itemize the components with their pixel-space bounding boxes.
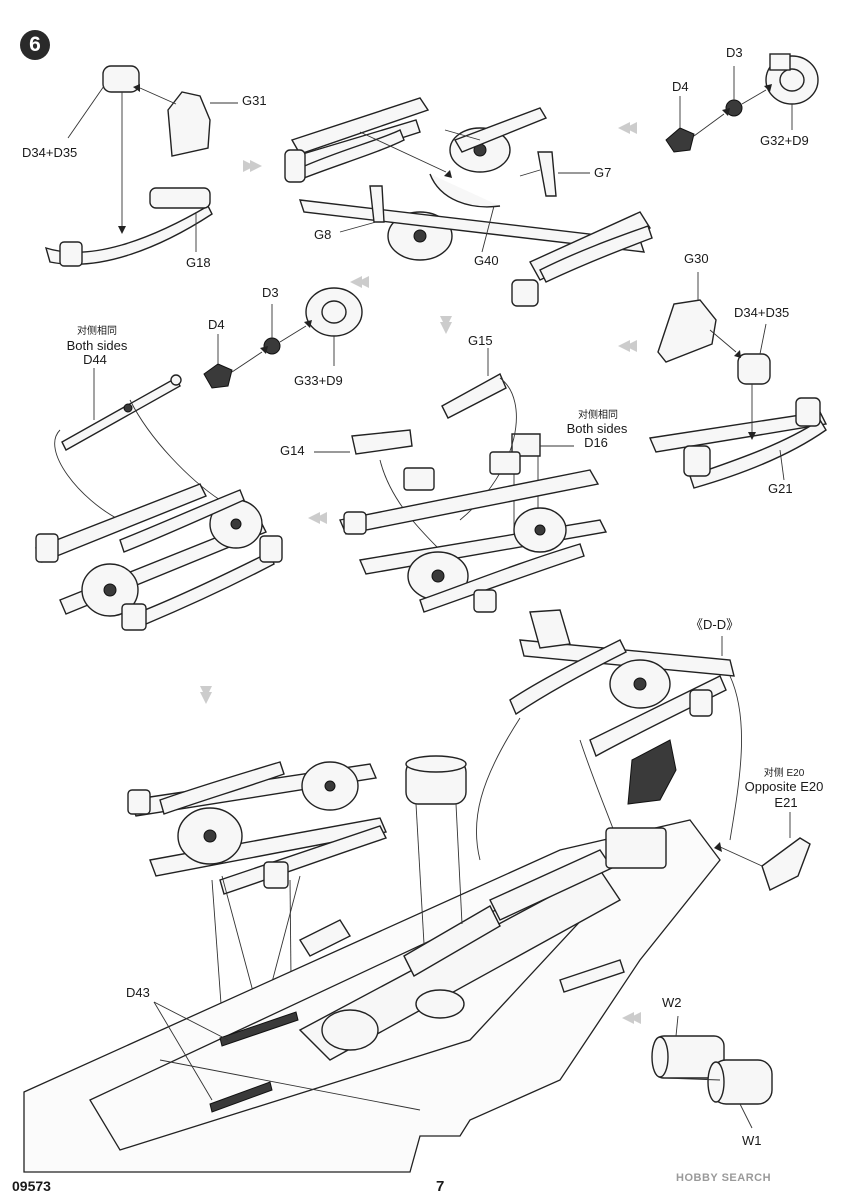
label-w2: W2 [662,995,682,1010]
label-d3-center: D3 [262,285,279,300]
label-d34-d35-left: D34+D35 [22,145,78,160]
label-g32-d9: G32+D9 [760,133,809,148]
storage-cylinder [405,755,467,945]
label-g8: G8 [314,227,332,242]
label-g15: G15 [468,333,493,348]
label-d34-d35-right: D34+D35 [734,305,790,320]
label-d44-note-cn: 对侧相同 [77,326,117,337]
front-bogie-detail-dd [475,609,742,881]
label-g40: G40 [474,253,499,268]
hull-chassis [23,739,721,1173]
label-d44-note: Both sides [66,338,128,353]
label-d44: D44 [83,352,107,367]
label-w1: W1 [742,1133,762,1148]
bogie-assembly-left [35,368,283,631]
label-g33-d9: G33+D9 [294,373,343,388]
product-code: 09573 [12,1178,51,1194]
label-d16: D16 [584,435,608,450]
label-e20-note-cn: 对侧 E20 [763,768,805,779]
step-number-badge: 6 [20,30,50,60]
label-view-d-d: 《D-D》 [690,617,740,632]
label-d4-center: D4 [208,317,225,332]
differential-subassembly-right [665,53,819,153]
label-g31: G31 [242,93,267,108]
label-d16-note-cn: 对侧相同 [578,410,618,421]
w1-w2-tank [651,1015,773,1129]
watermark-text: HOBBY SEARCH [676,1172,772,1184]
label-g21: G21 [768,481,793,496]
spring-bracket-assembly-right [649,272,828,489]
bogie-assembly-center [314,348,608,613]
label-g14: G14 [280,443,305,458]
e21-part [714,812,811,891]
label-g18: G18 [186,255,211,270]
label-g7: G7 [594,165,612,180]
label-d16-note: Both sides [566,421,628,436]
d43-rods [153,1001,299,1113]
rear-bogie-assembly [127,761,387,1101]
label-e21: E21 [774,795,798,810]
label-e20-note: Opposite E20 [744,779,824,794]
spring-bracket-assembly-left [44,65,238,267]
differential-subassembly-center [203,287,363,389]
page-number: 7 [436,1178,445,1195]
label-d43: D43 [126,985,150,1000]
rear-axle-assembly-top [284,97,653,307]
flow-arrow-icon [200,122,641,1024]
label-g30: G30 [684,251,709,266]
label-d3-right: D3 [726,45,743,60]
label-d4-right: D4 [672,79,689,94]
